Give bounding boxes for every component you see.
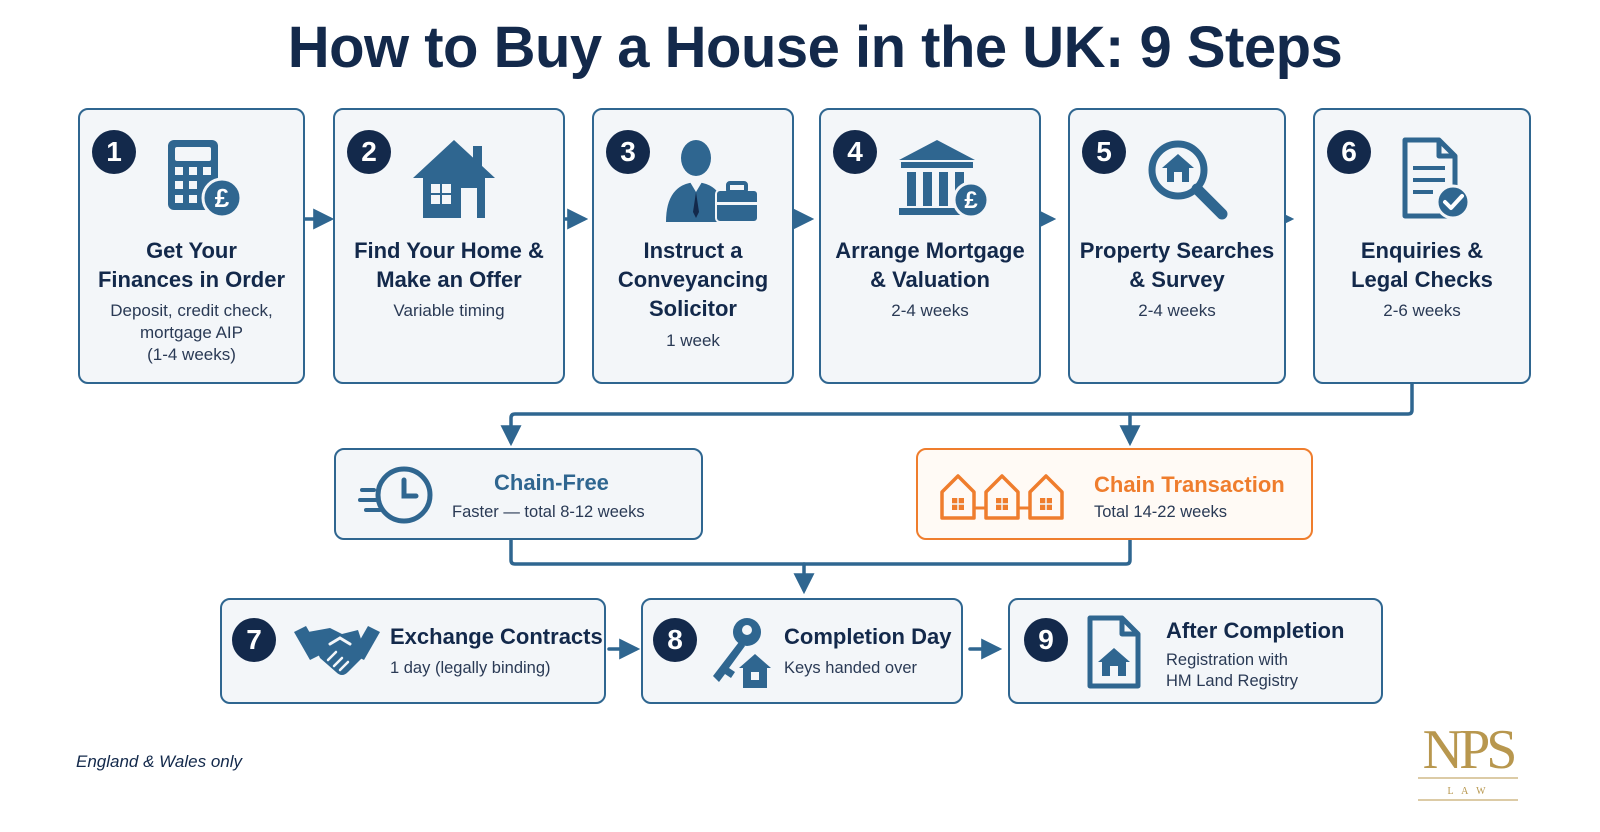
step-number-badge: 5 [1082,130,1126,174]
branch-card-chain-free: Chain-Free Faster — total 8-12 weeks [334,448,703,540]
branch-title: Chain Transaction [1094,472,1285,497]
bank-pound-icon: £ [899,140,990,219]
step-number-badge: 4 [833,130,877,174]
calculator-pound-icon: £ [168,140,243,219]
step-title: Find Your Home & Make an Offer [354,238,544,292]
step-title: Completion Day [784,624,952,649]
step-card-7: 7 Exchange Contracts 1 day (legally bind… [220,598,606,704]
step-desc: Keys handed over [784,659,918,677]
footnote: England & Wales only [76,752,243,771]
step-card-9: 9 After Completion Registration with HM … [1008,598,1383,704]
step-card-2: 2 Find Your Home & Make an Offer Variabl… [333,108,565,384]
branch-connector-chain-free [500,382,1414,447]
page-title: How to Buy a House in the UK: 9 Steps [287,15,1343,80]
house-icon [413,140,495,218]
step-title: Exchange Contracts [390,624,603,649]
registry-document-icon [1087,615,1141,689]
step-desc: 2-6 weeks [1383,301,1461,320]
step-number-badge: 7 [232,618,276,662]
branch-title: Chain-Free [494,470,609,495]
step-desc: Deposit, credit check, mortgage AIP (1-4… [110,301,273,364]
step-desc: 2-4 weeks [1138,301,1216,320]
svg-text:£: £ [215,183,230,213]
step-desc: Registration with HM Land Registry [1166,651,1299,690]
branch-desc: Total 14-22 weeks [1094,503,1227,521]
magnifier-house-icon [1148,140,1228,220]
step-title: Property Searches & Survey [1079,238,1275,292]
step-title: Instruct a Conveyancing Solicitor [617,238,769,321]
step-number-badge: 6 [1327,130,1371,174]
branch-desc: Faster — total 8-12 weeks [452,503,645,521]
step-number-badge: 8 [653,618,697,662]
step-desc: Variable timing [393,301,505,320]
step-card-8: 8 Completion Day Keys handed over [641,598,963,704]
svg-text:L A W: L A W [1447,786,1488,797]
svg-text:£: £ [964,187,978,214]
step-number-badge: 9 [1024,618,1068,662]
step-card-6: 6 Enquiries & Legal Checks 2-6 weeks [1313,108,1531,384]
clock-fast-icon [358,466,433,524]
step-number-badge: 1 [92,130,136,174]
step-card-1: 1 £ Get Your Finances in Order Deposit, … [78,108,305,384]
step-title: Arrange Mortgage & Valuation [835,238,1025,292]
branch-card-chain-transaction: Chain Transaction Total 14-22 weeks [916,448,1313,540]
step-title: Enquiries & Legal Checks [1351,238,1493,292]
step-card-4: 4 £ Arrange Mortgage & Valuation 2-4 wee… [819,108,1041,384]
step-desc: 2-4 weeks [891,301,969,320]
handshake-icon [294,626,380,675]
solicitor-briefcase-icon [666,140,759,223]
nps-law-logo: NPS L A W [1418,719,1518,801]
step-title: Get Your Finances in Order [97,238,286,292]
step-number-badge: 3 [606,130,650,174]
chain-houses-icon [940,474,1064,520]
step-number-badge: 2 [347,130,391,174]
step-desc: 1 week [666,331,720,350]
merge-connector [509,536,1132,566]
svg-text:NPS: NPS [1423,719,1515,781]
key-house-icon [713,618,771,688]
step-card-5: 5 Property Searches & Survey 2-4 weeks [1068,108,1286,384]
step-card-3: 3 Instruct a Conveyancing Solicitor 1 we… [592,108,794,384]
step-desc: 1 day (legally binding) [390,659,551,677]
document-check-icon [1402,137,1471,220]
step-title: After Completion [1166,618,1345,643]
